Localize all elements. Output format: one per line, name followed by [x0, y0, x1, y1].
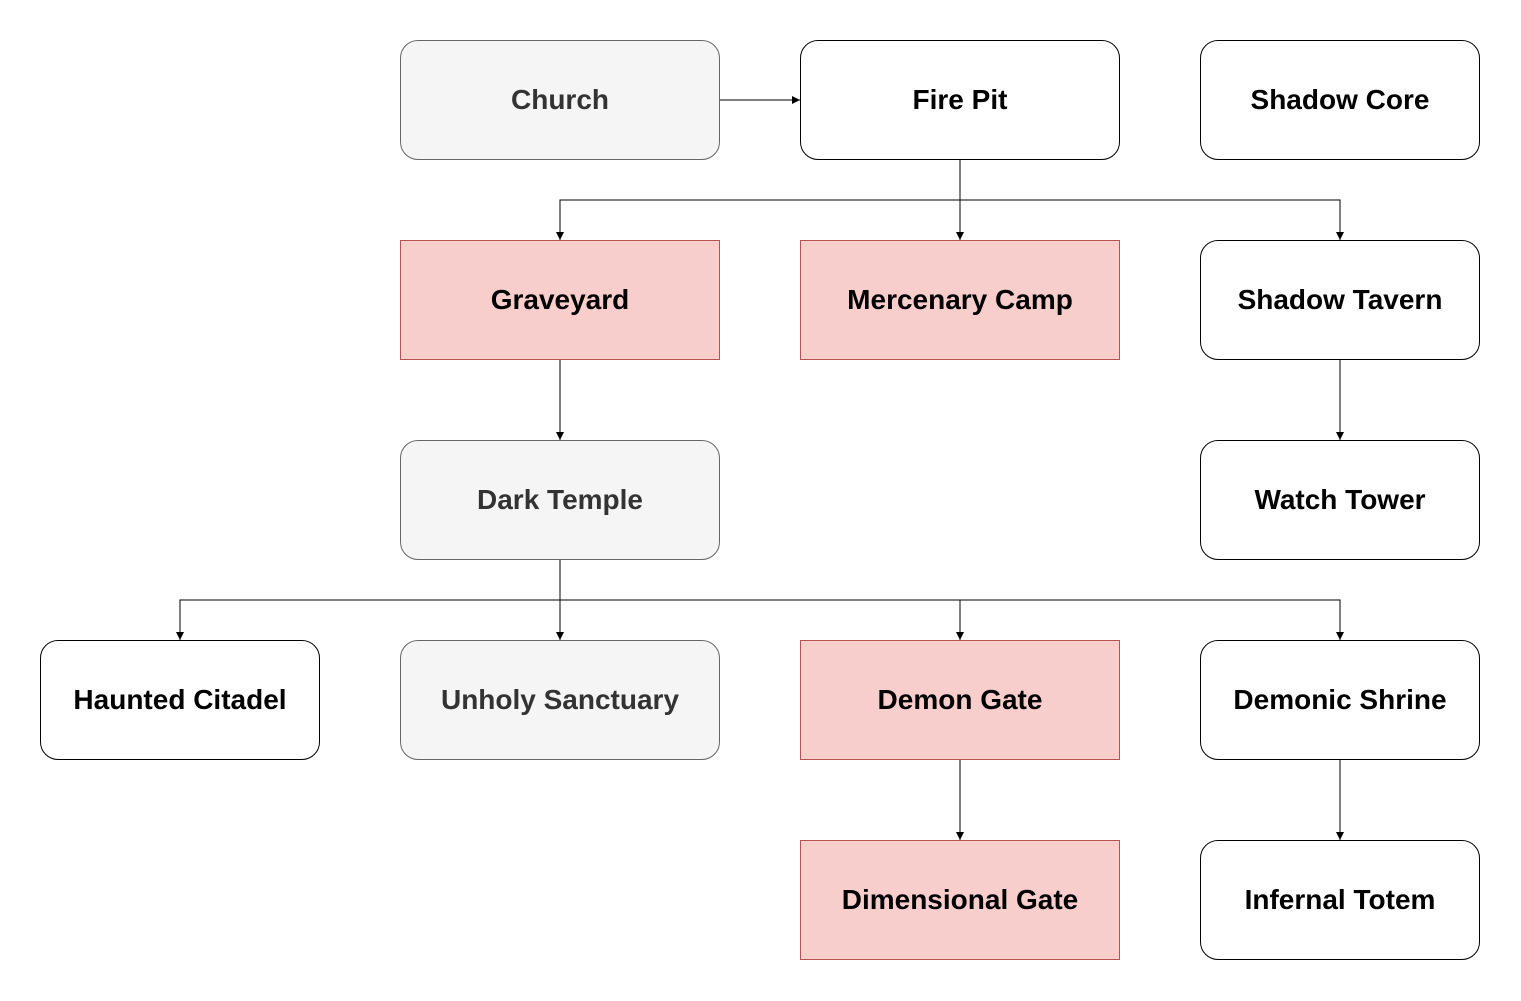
node-dimensional-gate[interactable]: Dimensional Gate — [800, 840, 1120, 960]
node-label: Mercenary Camp — [847, 284, 1073, 315]
node-label: Unholy Sanctuary — [440, 684, 680, 715]
edge-dark-temple-to-demon-gate — [559, 560, 964, 640]
node-infernal-totem[interactable]: Infernal Totem — [1200, 840, 1480, 960]
edge-fire-pit-to-graveyard — [556, 160, 961, 240]
node-haunted-citadel[interactable]: Haunted Citadel — [40, 640, 320, 760]
node-label: Demon Gate — [877, 684, 1043, 715]
node-church[interactable]: Church — [400, 40, 720, 160]
node-label: Fire Pit — [912, 84, 1008, 115]
node-label: Haunted Citadel — [73, 684, 287, 715]
node-shadow-core[interactable]: Shadow Core — [1200, 40, 1480, 160]
node-mercenary-camp[interactable]: Mercenary Camp — [800, 240, 1120, 360]
node-label: Demonic Shrine — [1233, 684, 1447, 715]
edge-dark-temple-to-demonic-shrine — [559, 560, 1344, 640]
node-label: Dimensional Gate — [841, 884, 1079, 915]
edge-fire-pit-to-shadow-tavern — [959, 160, 1344, 240]
node-fire-pit[interactable]: Fire Pit — [800, 40, 1120, 160]
node-label: Shadow Tavern — [1237, 284, 1443, 315]
node-label: Church — [511, 84, 609, 115]
node-label: Watch Tower — [1254, 484, 1426, 515]
node-demonic-shrine[interactable]: Demonic Shrine — [1200, 640, 1480, 760]
node-label: Shadow Core — [1250, 84, 1430, 115]
node-label: Infernal Totem — [1244, 884, 1436, 915]
node-graveyard[interactable]: Graveyard — [400, 240, 720, 360]
node-unholy-sanctuary[interactable]: Unholy Sanctuary — [400, 640, 720, 760]
node-shadow-tavern[interactable]: Shadow Tavern — [1200, 240, 1480, 360]
node-dark-temple[interactable]: Dark Temple — [400, 440, 720, 560]
edge-dark-temple-to-haunted-citadel — [176, 560, 561, 640]
node-label: Dark Temple — [477, 484, 643, 515]
node-watch-tower[interactable]: Watch Tower — [1200, 440, 1480, 560]
node-label: Graveyard — [490, 284, 630, 315]
node-demon-gate[interactable]: Demon Gate — [800, 640, 1120, 760]
